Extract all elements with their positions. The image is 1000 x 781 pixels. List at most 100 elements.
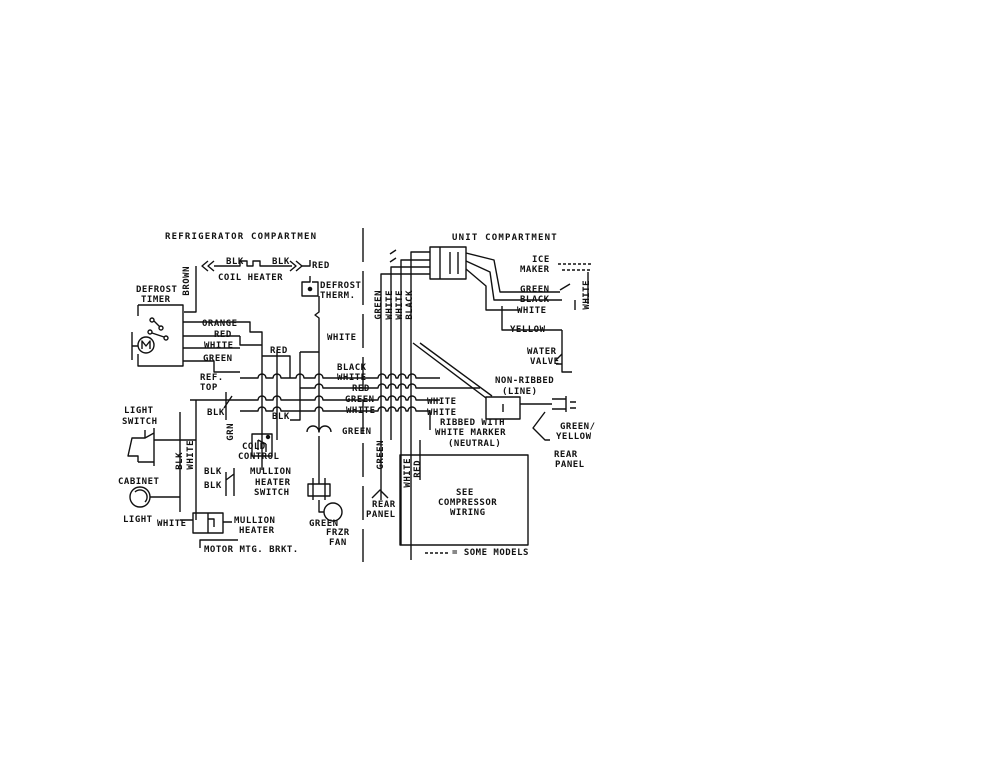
wire-ice-white: [465, 268, 520, 311]
ice-maker-wire-black: BLACK: [520, 295, 550, 305]
mullion-heater-label-1: MULLION: [234, 516, 276, 526]
defrost-timer-wire-brown: BROWN: [182, 266, 192, 296]
defrost-therm-label-1: DEFROST: [320, 281, 362, 291]
frzr-fan-motor: [306, 425, 343, 522]
wire-ice-black: [465, 260, 562, 301]
mullion-switch-label-1: MULLION: [250, 467, 292, 477]
ground-label-1: GREEN/: [560, 422, 596, 432]
harness-wire-green: GREEN: [374, 290, 384, 320]
wire-ref-top: [223, 392, 233, 420]
ice-maker-wire-white: WHITE: [582, 280, 592, 310]
mullion-heater-switch-symbol: [225, 468, 235, 496]
wire-green: [183, 360, 240, 373]
timer-wire-green: GREEN: [203, 354, 233, 364]
mullion-switch-label-2: HEATER: [255, 478, 291, 488]
ref-top-wire-blk-a: BLK: [207, 408, 225, 418]
mullion-switch-wire-blk-a: BLK: [204, 467, 222, 477]
compressor-wire-white: WHITE: [403, 458, 413, 488]
timer-wire-red: RED: [214, 330, 232, 340]
timer-wire-orange: ORANGE: [202, 319, 238, 329]
compressor-label-2: COMPRESSOR: [438, 498, 498, 508]
bus-red: [190, 395, 440, 401]
wire-yellow: [501, 306, 562, 331]
coil-heater-symbol: [201, 260, 311, 272]
rear-panel-left-label-1: REAR: [372, 500, 396, 510]
wire-brown: [184, 266, 197, 313]
frzr-fan-wire-green: GREEN: [309, 519, 339, 529]
defrost-timer-symbol: [131, 304, 184, 367]
defrost-timer-label-2: TIMER: [141, 295, 171, 305]
compressor-wire-red: RED: [413, 460, 423, 478]
defrost-thermostat-symbol: [300, 276, 320, 353]
wire-vertical-b: [290, 352, 301, 421]
bus-wire-white-2: WHITE: [346, 406, 376, 416]
motor-bracket-label: MOTOR MTG. BRKT.: [204, 545, 299, 555]
ice-maker-label-2: MAKER: [520, 265, 550, 275]
wire-light-switch: [179, 400, 197, 520]
harness-wire-white-a: WHITE: [385, 290, 395, 320]
defrost-timer-motor: [137, 336, 155, 354]
coil-heater-wire-out: RED: [312, 261, 330, 271]
cold-control-label-1: COLD: [242, 442, 266, 452]
mullion-switch-label-3: SWITCH: [254, 488, 290, 498]
fan-wire-green: GREEN: [342, 427, 372, 437]
ref-top-wire-blk-b: BLK: [272, 412, 290, 422]
coil-heater-label: COIL HEATER: [218, 273, 284, 283]
motor-bracket-line: [199, 539, 238, 548]
cabinet-light-label-2: LIGHT: [123, 515, 153, 525]
light-switch-symbol: [127, 428, 196, 466]
neutral-cord-label-2: WHITE MARKER: [435, 428, 507, 438]
rear-panel-left-symbol: [371, 489, 389, 499]
wire-orange: [183, 321, 263, 470]
bus-green: [240, 406, 431, 430]
neutral-cord-label-3: (NEUTRAL): [448, 439, 502, 449]
light-switch-wire-blk: BLK: [175, 452, 185, 470]
water-valve-label-2: VALVE: [530, 357, 560, 367]
line-neutral-terminal: [485, 396, 521, 420]
neutral-cord-label-1: RIBBED WITH: [440, 418, 506, 428]
water-valve-wire-yellow: YELLOW: [510, 325, 546, 335]
ice-maker-label-1: ICE: [532, 255, 550, 265]
rear-panel-right-label-2: PANEL: [555, 460, 585, 470]
ice-maker-wire-white-2: WHITE: [517, 306, 547, 316]
neutral-wire-white-b: WHITE: [427, 408, 457, 418]
legend-some-models: = SOME MODELS: [452, 548, 529, 558]
bus-black: [240, 373, 440, 379]
mullion-heater-element: [180, 512, 232, 534]
line-cord-label-2: (LINE): [502, 387, 538, 397]
compressor-box: [399, 454, 529, 546]
cabinet-light-label-1: CABINET: [118, 477, 160, 487]
cabinet-light-bulb: [129, 486, 180, 508]
frzr-fan-label-2: FAN: [329, 538, 347, 548]
wire-ice-green: [465, 252, 560, 293]
ref-top-wire-grn: GRN: [226, 423, 236, 441]
cold-control-symbol: [251, 433, 273, 457]
rear-panel-right-label-1: REAR: [554, 450, 578, 460]
unit-compartment-title: UNIT COMPARTMENT: [452, 233, 558, 243]
cold-control-label-2: CONTROL: [238, 452, 280, 462]
rear-panel-left-label-2: PANEL: [366, 510, 396, 520]
water-valve-symbol: [555, 330, 572, 373]
mullion-switch-wire-blk-b: BLK: [204, 481, 222, 491]
harness-wire-black: BLACK: [405, 290, 415, 320]
neutral-wire-white-a: WHITE: [427, 397, 457, 407]
ref-top-label-1: REF.: [200, 373, 224, 383]
coil-heater-wire-a: BLK: [226, 257, 244, 267]
defrost-therm-label-2: THERM.: [320, 291, 356, 301]
bus-wire-white: WHITE: [337, 373, 367, 383]
water-valve-label-1: WATER: [527, 347, 557, 357]
wire-ground: [532, 411, 550, 441]
mid-wire-red: RED: [270, 346, 288, 356]
light-switch-label-2: SWITCH: [122, 417, 158, 427]
compressor-label-1: SEE: [456, 488, 474, 498]
light-switch-wire-white: WHITE: [186, 440, 196, 470]
refrigerator-compartment-title: REFRIGERATOR COMPARTMEN: [165, 232, 318, 242]
bus-wire-red: RED: [352, 384, 370, 394]
defrost-therm-wire-white: WHITE: [327, 333, 357, 343]
mullion-heater-label-2: HEATER: [239, 526, 275, 536]
compressor-label-3: WIRING: [450, 508, 486, 518]
bus-wire-green: GREEN: [345, 395, 375, 405]
wire-harness-diagonal: [412, 342, 493, 399]
